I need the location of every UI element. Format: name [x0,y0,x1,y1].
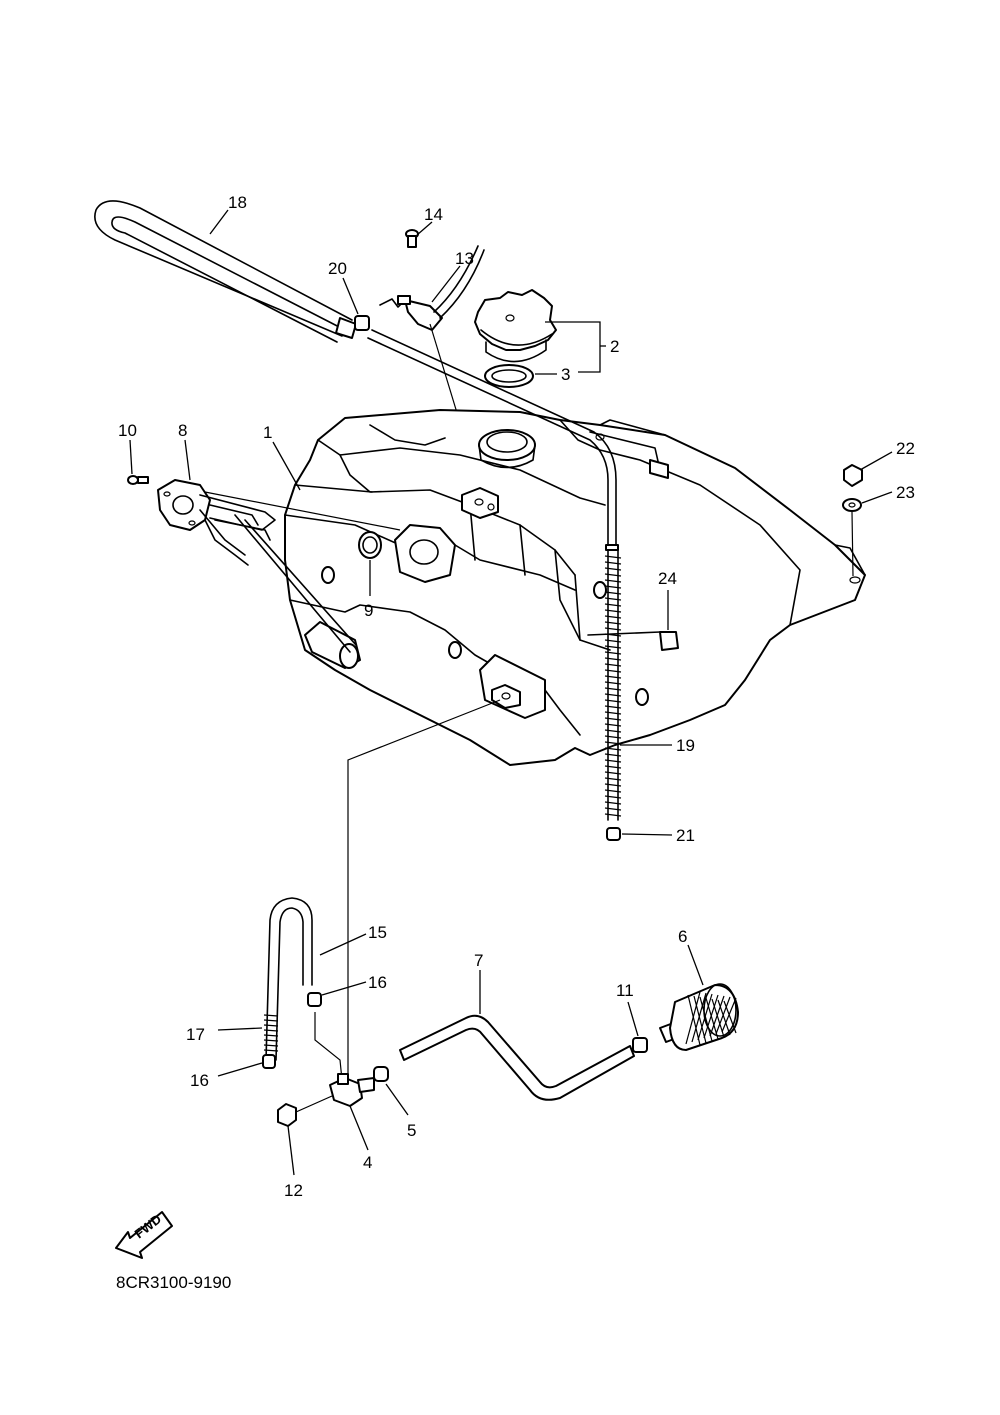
part-3-cap-gasket [484,364,534,388]
part-2-fuel-cap [474,289,557,363]
callout-17: 17 [186,1025,205,1044]
part-9-gasket [358,531,382,559]
callout-5: 5 [407,1121,416,1140]
callout-4: 4 [363,1153,372,1172]
part-24-damper [587,631,679,651]
part-18-breather-hose [94,200,357,343]
part-10-screw [127,475,149,485]
part-16-clip-lower [262,1054,276,1069]
part-23-washer [842,498,862,512]
part-1-fuel-tank [284,409,866,766]
callout-9: 9 [364,601,373,620]
part-15-fuel-hose [265,897,313,1061]
part-12-bolt [277,1095,333,1127]
callout-12: 12 [284,1181,303,1200]
callout-1: 1 [263,423,272,442]
callout-24: 24 [658,569,677,588]
part-22-23-guide-line [851,511,854,577]
callout-21: 21 [676,826,695,845]
callout-15: 15 [368,923,387,942]
part-20-clip [354,315,370,331]
part-8-fuel-sender [157,479,401,653]
part-6-fuel-filter [659,983,739,1051]
hose-guide-line [314,1012,343,1081]
petcock-guide-line [347,699,501,1080]
callout-11: 11 [616,981,634,1000]
part-4-fuel-cock [329,1073,375,1107]
callout-8: 8 [178,421,187,440]
callout-20: 20 [328,259,347,278]
part-7-fuel-pipe [399,1014,635,1101]
callout-19: 19 [676,736,695,755]
part-17-hose-segment [263,1014,279,1052]
callout-16-lower: 16 [190,1071,209,1090]
callout-13: 13 [455,249,474,268]
callout-16-upper: 16 [368,973,387,992]
callout-23: 23 [896,483,915,502]
part-5-gasket [373,1066,389,1082]
forward-arrow-icon: FWD [115,1211,173,1259]
part-16-clip-upper [307,992,322,1007]
callout-7: 7 [474,951,483,970]
part-21-clip [606,827,621,841]
part-22-nut [843,464,863,487]
callout-3: 3 [561,365,570,384]
part-14-bolt [405,229,419,248]
part-19-breather-hose [367,329,622,821]
callout-6: 6 [678,927,687,946]
callout-14: 14 [424,205,443,224]
callout-22: 22 [896,439,915,458]
diagram-code: 8CR3100-9190 [116,1273,231,1292]
part-11-clip [632,1037,648,1053]
callout-10: 10 [118,421,137,440]
callout-18: 18 [228,193,247,212]
callout-2: 2 [610,337,619,356]
callout-group: 1 2 3 4 5 6 7 8 9 10 11 12 [118,193,915,1200]
